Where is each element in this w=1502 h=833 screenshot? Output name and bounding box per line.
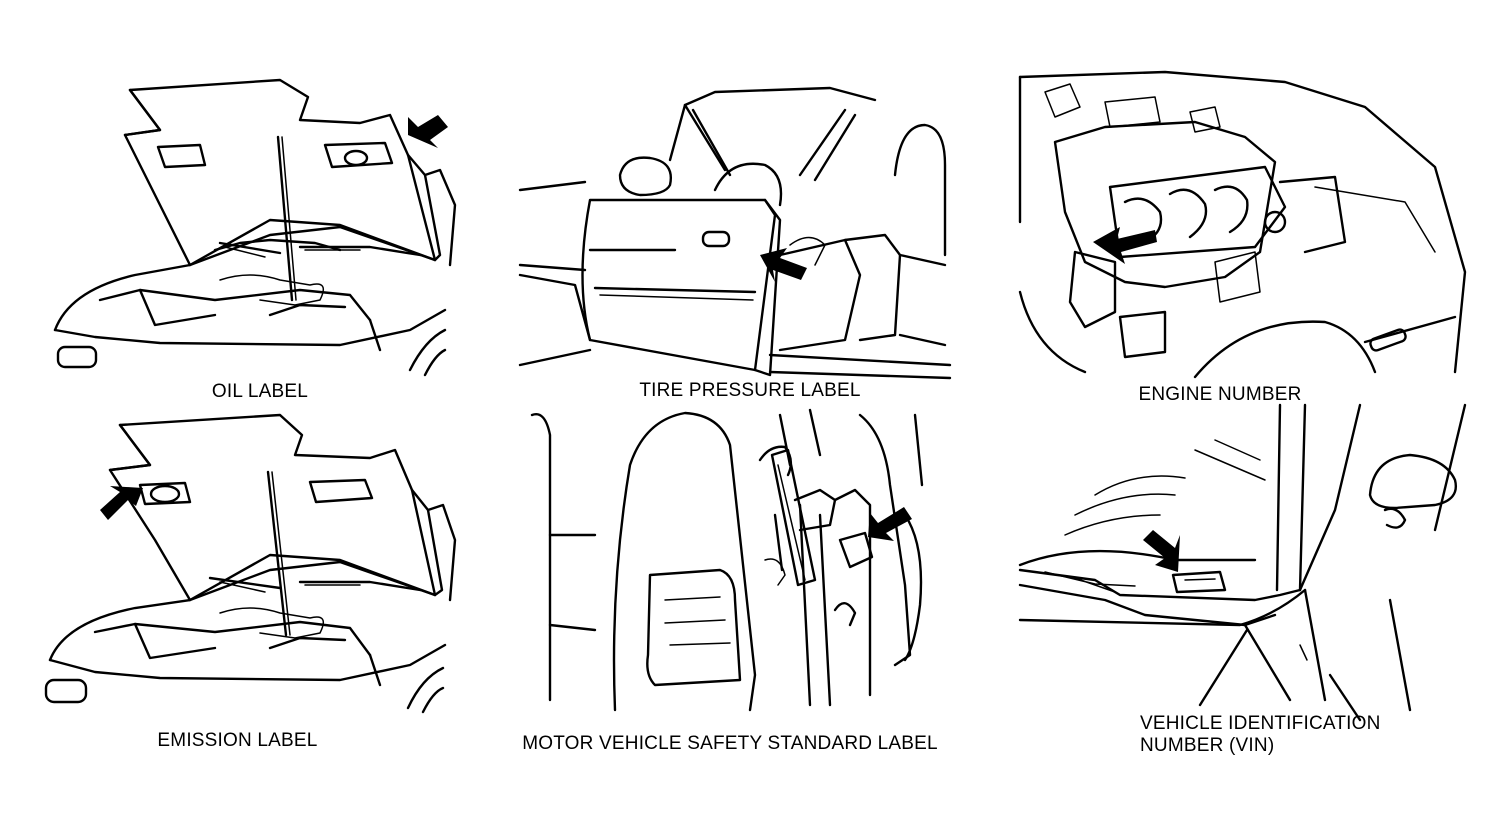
- engine-number-caption: ENGINE NUMBER: [1138, 384, 1302, 405]
- oil-label-arrow: [408, 115, 448, 148]
- emission-label-arrow: [100, 486, 143, 520]
- safety-standard-label-panel: MOTOR VEHICLE SAFETY STANDARD LABEL: [520, 405, 940, 754]
- engine-number-illustration: [1018, 70, 1467, 379]
- vin-illustration: [1018, 403, 1467, 722]
- emission-label-illustration: [44, 413, 457, 714]
- vin-caption-line1: VEHICLE IDENTIFICATION: [1140, 713, 1381, 734]
- safety-standard-label-caption: MOTOR VEHICLE SAFETY STANDARD LABEL: [522, 733, 938, 754]
- tire-pressure-label-panel: TIRE PRESSURE LABEL: [515, 80, 955, 401]
- vin-panel: VEHICLE IDENTIFICATION NUMBER (VIN): [1015, 400, 1480, 770]
- tire-pressure-arrow: [760, 248, 807, 282]
- tire-pressure-label-illustration: [518, 86, 952, 380]
- oil-label-illustration: [53, 78, 457, 377]
- vin-arrow: [1143, 530, 1180, 572]
- oil-label-panel: OIL LABEL: [40, 75, 460, 402]
- vin-caption-line2: NUMBER (VIN): [1140, 735, 1275, 756]
- safety-standard-label-illustration: [530, 408, 924, 712]
- tire-pressure-label-caption: TIRE PRESSURE LABEL: [639, 380, 861, 401]
- engine-number-arrow: [1093, 227, 1157, 264]
- engine-number-panel: ENGINE NUMBER: [1015, 70, 1475, 405]
- oil-label-caption: OIL LABEL: [211, 381, 309, 402]
- safety-standard-arrow: [868, 507, 912, 541]
- emission-label-caption: EMISSION LABEL: [157, 730, 318, 751]
- emission-label-panel: EMISSION LABEL: [40, 410, 460, 751]
